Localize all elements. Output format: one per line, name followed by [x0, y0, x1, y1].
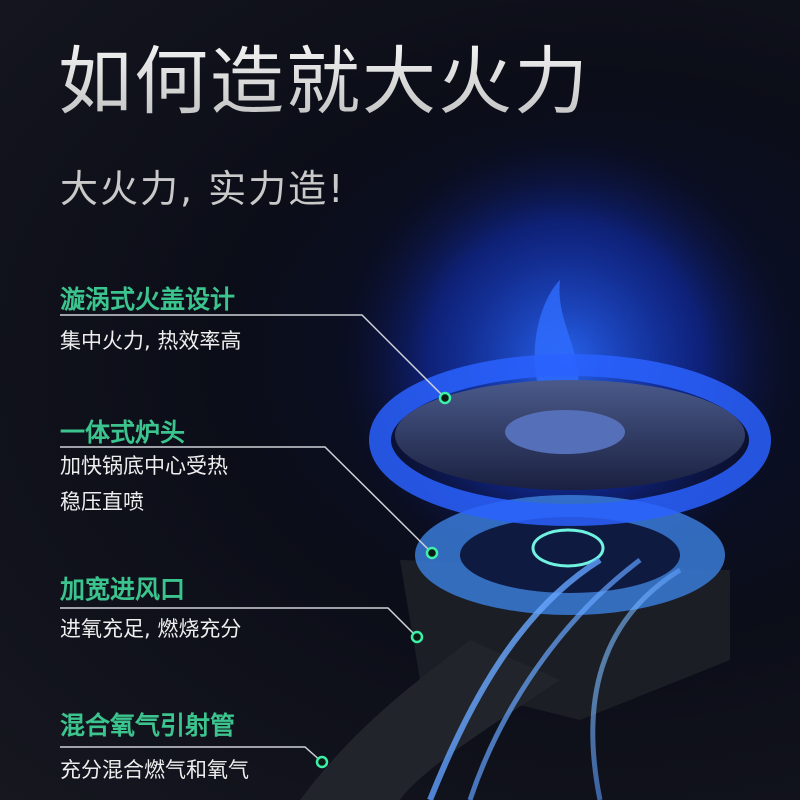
- feature-heading: 混合氧气引射管: [60, 711, 236, 740]
- feature-desc: 集中火力, 热效率高: [60, 329, 242, 353]
- feature-heading: 漩涡式火盖设计: [60, 285, 236, 314]
- feature-desc: 充分混合燃气和氧气: [60, 758, 249, 782]
- air-stream: [467, 558, 642, 800]
- air-stream: [427, 557, 602, 800]
- callout-dot-icon: [425, 546, 439, 560]
- callout-line-2: [60, 446, 433, 554]
- center-swirl: [531, 528, 605, 568]
- callout-line-4: [60, 746, 323, 763]
- callout-dot-icon: [315, 755, 329, 769]
- feature-desc: 加快锅底中心受热: [60, 454, 228, 478]
- callout-dot-icon: [438, 391, 452, 405]
- air-stream: [590, 567, 682, 800]
- callout-line-1: [60, 314, 446, 399]
- callout-dot-icon: [410, 630, 424, 644]
- flame-ring: [369, 354, 771, 526]
- feature-heading: 一体式炉头: [60, 418, 186, 447]
- feature-heading: 加宽进风口: [60, 575, 186, 604]
- page-title: 如何造就大火力: [58, 22, 590, 129]
- subtitle: 大火力, 实力造!: [60, 167, 346, 211]
- feature-desc: 进氧充足, 燃烧充分: [60, 617, 242, 641]
- callout-line-3: [60, 607, 418, 638]
- intake-pipe: [300, 640, 560, 800]
- cap-center: [505, 410, 625, 454]
- feature-desc: 稳压直喷: [60, 490, 144, 514]
